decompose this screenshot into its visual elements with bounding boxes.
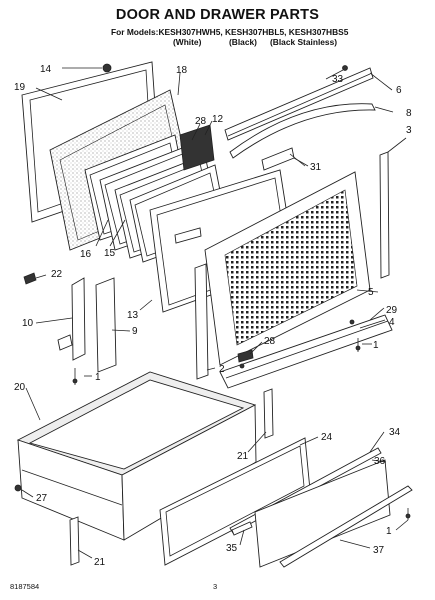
part-28-vent-clip bbox=[237, 349, 254, 363]
callout-22: 22 bbox=[51, 269, 63, 280]
callout-12: 12 bbox=[212, 114, 224, 125]
callout-28-top: 28 bbox=[195, 116, 207, 127]
callout-9: 9 bbox=[132, 326, 138, 337]
callout-35: 35 bbox=[226, 543, 238, 554]
callout-20: 20 bbox=[14, 382, 26, 393]
callout-21-lower: 21 bbox=[94, 557, 106, 568]
part-8-handle bbox=[229, 103, 394, 159]
page-number: 3 bbox=[213, 582, 218, 591]
part-21-slide-upper bbox=[263, 388, 274, 439]
callout-28-lower: 28 bbox=[264, 336, 276, 347]
callout-1-left: 1 bbox=[95, 372, 101, 383]
callout-36: 36 bbox=[374, 456, 386, 467]
page-title: DOOR AND DRAWER PARTS bbox=[115, 7, 320, 23]
callout-6: 6 bbox=[396, 85, 402, 96]
part-22-clip bbox=[23, 272, 37, 285]
part-4-lower-rail bbox=[219, 314, 393, 389]
document-number: 8187584 bbox=[10, 582, 40, 591]
callout-3: 3 bbox=[406, 125, 412, 136]
part-28-bracket bbox=[179, 124, 215, 171]
callout-16: 16 bbox=[80, 249, 92, 260]
callout-18: 18 bbox=[176, 65, 188, 76]
part-37-lower-trim bbox=[279, 485, 413, 568]
part-35-strip bbox=[231, 521, 253, 536]
part-31-vent-bracket bbox=[261, 147, 309, 171]
color-white-label: (White) bbox=[173, 37, 202, 47]
callout-21-upper: 21 bbox=[237, 451, 249, 462]
part-14-screw bbox=[62, 63, 112, 73]
callout-4: 4 bbox=[389, 317, 395, 328]
callout-8: 8 bbox=[406, 108, 412, 119]
models-line: For Models:KESH307HWH5, KESH307HBL5, KES… bbox=[111, 27, 349, 37]
color-black-label: (Black) bbox=[229, 37, 257, 47]
callout-19: 19 bbox=[14, 82, 26, 93]
callout-37: 37 bbox=[373, 545, 385, 556]
callout-1-right: 1 bbox=[373, 340, 379, 351]
part-2-hinge bbox=[194, 263, 209, 380]
part-27-screw bbox=[14, 484, 22, 492]
callout-24: 24 bbox=[321, 432, 333, 443]
part-6-top-trim bbox=[224, 67, 393, 141]
part-3-side-trim bbox=[379, 137, 407, 279]
part-10-hinge bbox=[57, 277, 86, 361]
part-5-door-panel bbox=[204, 171, 379, 366]
callout-29: 29 bbox=[386, 305, 398, 316]
part-9-door-strip bbox=[95, 277, 117, 373]
callout-31: 31 bbox=[310, 162, 322, 173]
part-36-panel bbox=[254, 459, 391, 568]
part-21-slide-lower bbox=[69, 516, 80, 566]
color-stainless-label: (Black Stainless) bbox=[270, 37, 338, 47]
callout-27: 27 bbox=[36, 493, 48, 504]
callout-5: 5 bbox=[368, 287, 374, 298]
callout-13: 13 bbox=[127, 310, 139, 321]
part-33-screw bbox=[325, 65, 348, 80]
callout-15: 15 bbox=[104, 248, 116, 259]
callout-33: 33 bbox=[332, 74, 344, 85]
callout-14: 14 bbox=[40, 64, 52, 75]
part-20-drawer bbox=[16, 371, 257, 541]
part-1-screws bbox=[72, 338, 411, 520]
callout-2: 2 bbox=[219, 364, 225, 375]
callout-34: 34 bbox=[389, 427, 401, 438]
callout-10: 10 bbox=[22, 318, 34, 329]
callout-1-bottom: 1 bbox=[386, 526, 392, 537]
leader-lines bbox=[21, 72, 409, 559]
